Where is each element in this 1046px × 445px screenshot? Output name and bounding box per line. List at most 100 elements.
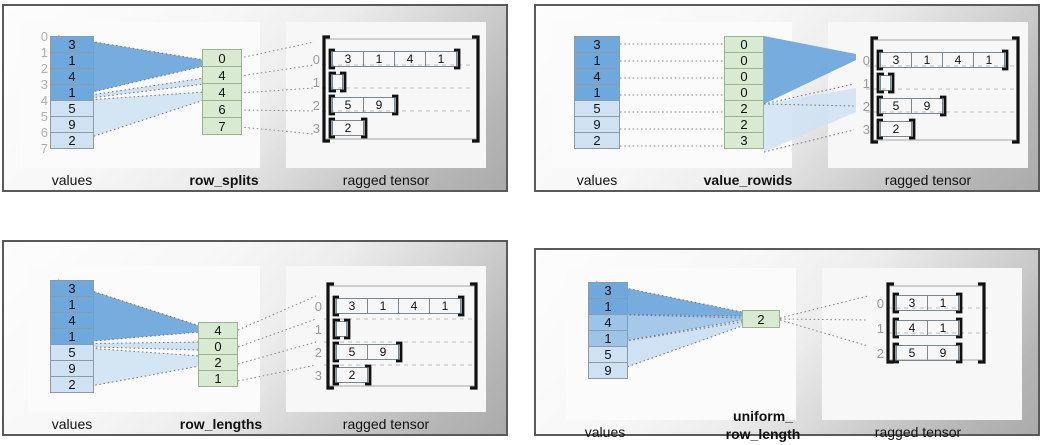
ragged-cell: 2 bbox=[336, 367, 368, 383]
value-cell: 9 bbox=[588, 362, 628, 379]
ragged-cell: 3 bbox=[332, 51, 364, 67]
index-label: 2 bbox=[40, 61, 48, 76]
ragged-caption: ragged tensor bbox=[874, 424, 962, 440]
encoding-cell: 2 bbox=[198, 354, 238, 371]
values-column-uniform: 3 1 4 1 5 9 bbox=[588, 282, 628, 379]
encoding-caption: row_splits bbox=[189, 172, 259, 188]
ragged-row-index: 0 bbox=[314, 299, 322, 314]
value-cell: 2 bbox=[50, 376, 94, 393]
ragged-cell: 1 bbox=[927, 320, 959, 336]
ragged-row-index: 2 bbox=[312, 98, 320, 113]
ragged-cell: 9 bbox=[363, 97, 395, 113]
encoding-cell: 0 bbox=[724, 84, 764, 101]
ragged-cell: 2 bbox=[332, 120, 364, 136]
value-cell: 1 bbox=[50, 52, 94, 69]
index-label: 5 bbox=[40, 109, 48, 124]
ragged-caption: ragged tensor bbox=[342, 172, 430, 188]
ragged-row-index: 0 bbox=[312, 52, 320, 67]
encoding-cell: 4 bbox=[198, 322, 238, 339]
ragged-cell: 3 bbox=[896, 295, 928, 311]
value-cell: 9 bbox=[574, 116, 620, 133]
panel-row-lengths: 3 1 4 1 5 9 2 4 0 2 1 0 1 2 3 3 1 4 1 5 … bbox=[2, 240, 508, 436]
ragged-cell: 1 bbox=[927, 295, 959, 311]
value-cell: 3 bbox=[50, 36, 94, 53]
ragged-cell: 3 bbox=[880, 52, 912, 68]
ragged-cell: 1 bbox=[973, 52, 1005, 68]
encoding-caption-line1: uniform_ bbox=[733, 408, 793, 424]
encoding-cell: 1 bbox=[198, 370, 238, 387]
ragged-row-index: 1 bbox=[314, 322, 322, 337]
ragged-cell: 4 bbox=[942, 52, 974, 68]
card-ragged-uniform bbox=[822, 268, 1022, 420]
values-caption: values bbox=[51, 416, 93, 432]
ragged-cell: 9 bbox=[911, 98, 943, 114]
value-cell: 5 bbox=[50, 100, 94, 117]
ragged-cell: 2 bbox=[880, 121, 912, 137]
encoding-cell: 0 bbox=[724, 68, 764, 85]
value-cell: 1 bbox=[50, 296, 94, 313]
index-label: 6 bbox=[40, 125, 48, 140]
encoding-cell: 0 bbox=[198, 338, 238, 355]
encoding-cell: 0 bbox=[202, 49, 242, 67]
encoding-caption: row_lengths bbox=[179, 416, 263, 432]
encoding-cell: 0 bbox=[724, 52, 764, 69]
ragged-cell-empty bbox=[880, 75, 891, 91]
panel-value-rowids: 3 1 4 1 5 9 2 0 0 0 0 2 2 3 0 1 2 3 3 1 … bbox=[534, 4, 1040, 192]
value-cell: 4 bbox=[50, 312, 94, 329]
value-cell: 4 bbox=[574, 68, 620, 85]
encoding-cell: 4 bbox=[202, 66, 242, 84]
value-cell: 3 bbox=[574, 36, 620, 53]
encoding-cell: 2 bbox=[742, 310, 780, 328]
ragged-row-index: 1 bbox=[876, 321, 884, 336]
value-cell: 9 bbox=[50, 360, 94, 377]
encoding-cell: 2 bbox=[724, 116, 764, 133]
value-cell: 3 bbox=[50, 280, 94, 297]
value-cell: 2 bbox=[50, 132, 94, 149]
ragged-row-index: 2 bbox=[876, 346, 884, 361]
ragged-row-index: 3 bbox=[862, 122, 870, 137]
encoding-cell: 7 bbox=[202, 117, 242, 135]
card-ragged-value-rowids bbox=[828, 22, 1028, 168]
row-lengths-column: 4 0 2 1 bbox=[198, 322, 238, 387]
ragged-cell: 5 bbox=[336, 344, 368, 360]
ragged-cell: 5 bbox=[880, 98, 912, 114]
uniform-row-length-column: 2 bbox=[742, 310, 780, 328]
values-caption: values bbox=[584, 424, 626, 440]
card-ragged-row-splits bbox=[286, 22, 486, 168]
ragged-cell: 1 bbox=[367, 298, 399, 314]
ragged-row-index: 2 bbox=[314, 345, 322, 360]
encoding-cell: 4 bbox=[202, 83, 242, 101]
ragged-cell: 1 bbox=[911, 52, 943, 68]
encoding-caption: value_rowids bbox=[703, 172, 793, 188]
panel-uniform-row-length: 3 1 4 1 5 9 2 0 1 2 3 1 4 1 5 9 bbox=[534, 248, 1040, 442]
value-cell: 1 bbox=[588, 298, 628, 315]
value-cell: 4 bbox=[50, 68, 94, 85]
values-column-row-splits: 3 1 4 1 5 9 2 bbox=[50, 36, 94, 149]
ragged-cell: 5 bbox=[896, 345, 928, 361]
ragged-row-index: 1 bbox=[312, 75, 320, 90]
value-cell: 5 bbox=[50, 344, 94, 361]
ragged-row-index: 0 bbox=[876, 296, 884, 311]
ragged-row-index: 1 bbox=[862, 76, 870, 91]
index-label: 7 bbox=[40, 141, 48, 156]
values-column-row-lengths: 3 1 4 1 5 9 2 bbox=[50, 280, 94, 393]
value-cell: 5 bbox=[588, 346, 628, 363]
value-cell: 1 bbox=[50, 84, 94, 101]
value-cell: 1 bbox=[574, 52, 620, 69]
ragged-cell: 4 bbox=[896, 320, 928, 336]
value-cell: 1 bbox=[574, 84, 620, 101]
value-rowids-column: 0 0 0 0 2 2 3 bbox=[724, 36, 764, 149]
panel-row-splits: 0 1 2 3 4 5 6 7 bbox=[2, 4, 508, 192]
ragged-row-index: 3 bbox=[312, 121, 320, 136]
value-cell: 2 bbox=[574, 132, 620, 149]
values-caption: values bbox=[576, 172, 618, 188]
ragged-cell: 1 bbox=[429, 298, 461, 314]
ragged-row-index: 3 bbox=[314, 368, 322, 383]
ragged-cell: 3 bbox=[336, 298, 368, 314]
value-cell: 5 bbox=[574, 100, 620, 117]
encoding-cell: 0 bbox=[724, 36, 764, 53]
value-cell: 1 bbox=[50, 328, 94, 345]
encoding-cell: 2 bbox=[724, 100, 764, 117]
ragged-cell: 4 bbox=[394, 51, 426, 67]
